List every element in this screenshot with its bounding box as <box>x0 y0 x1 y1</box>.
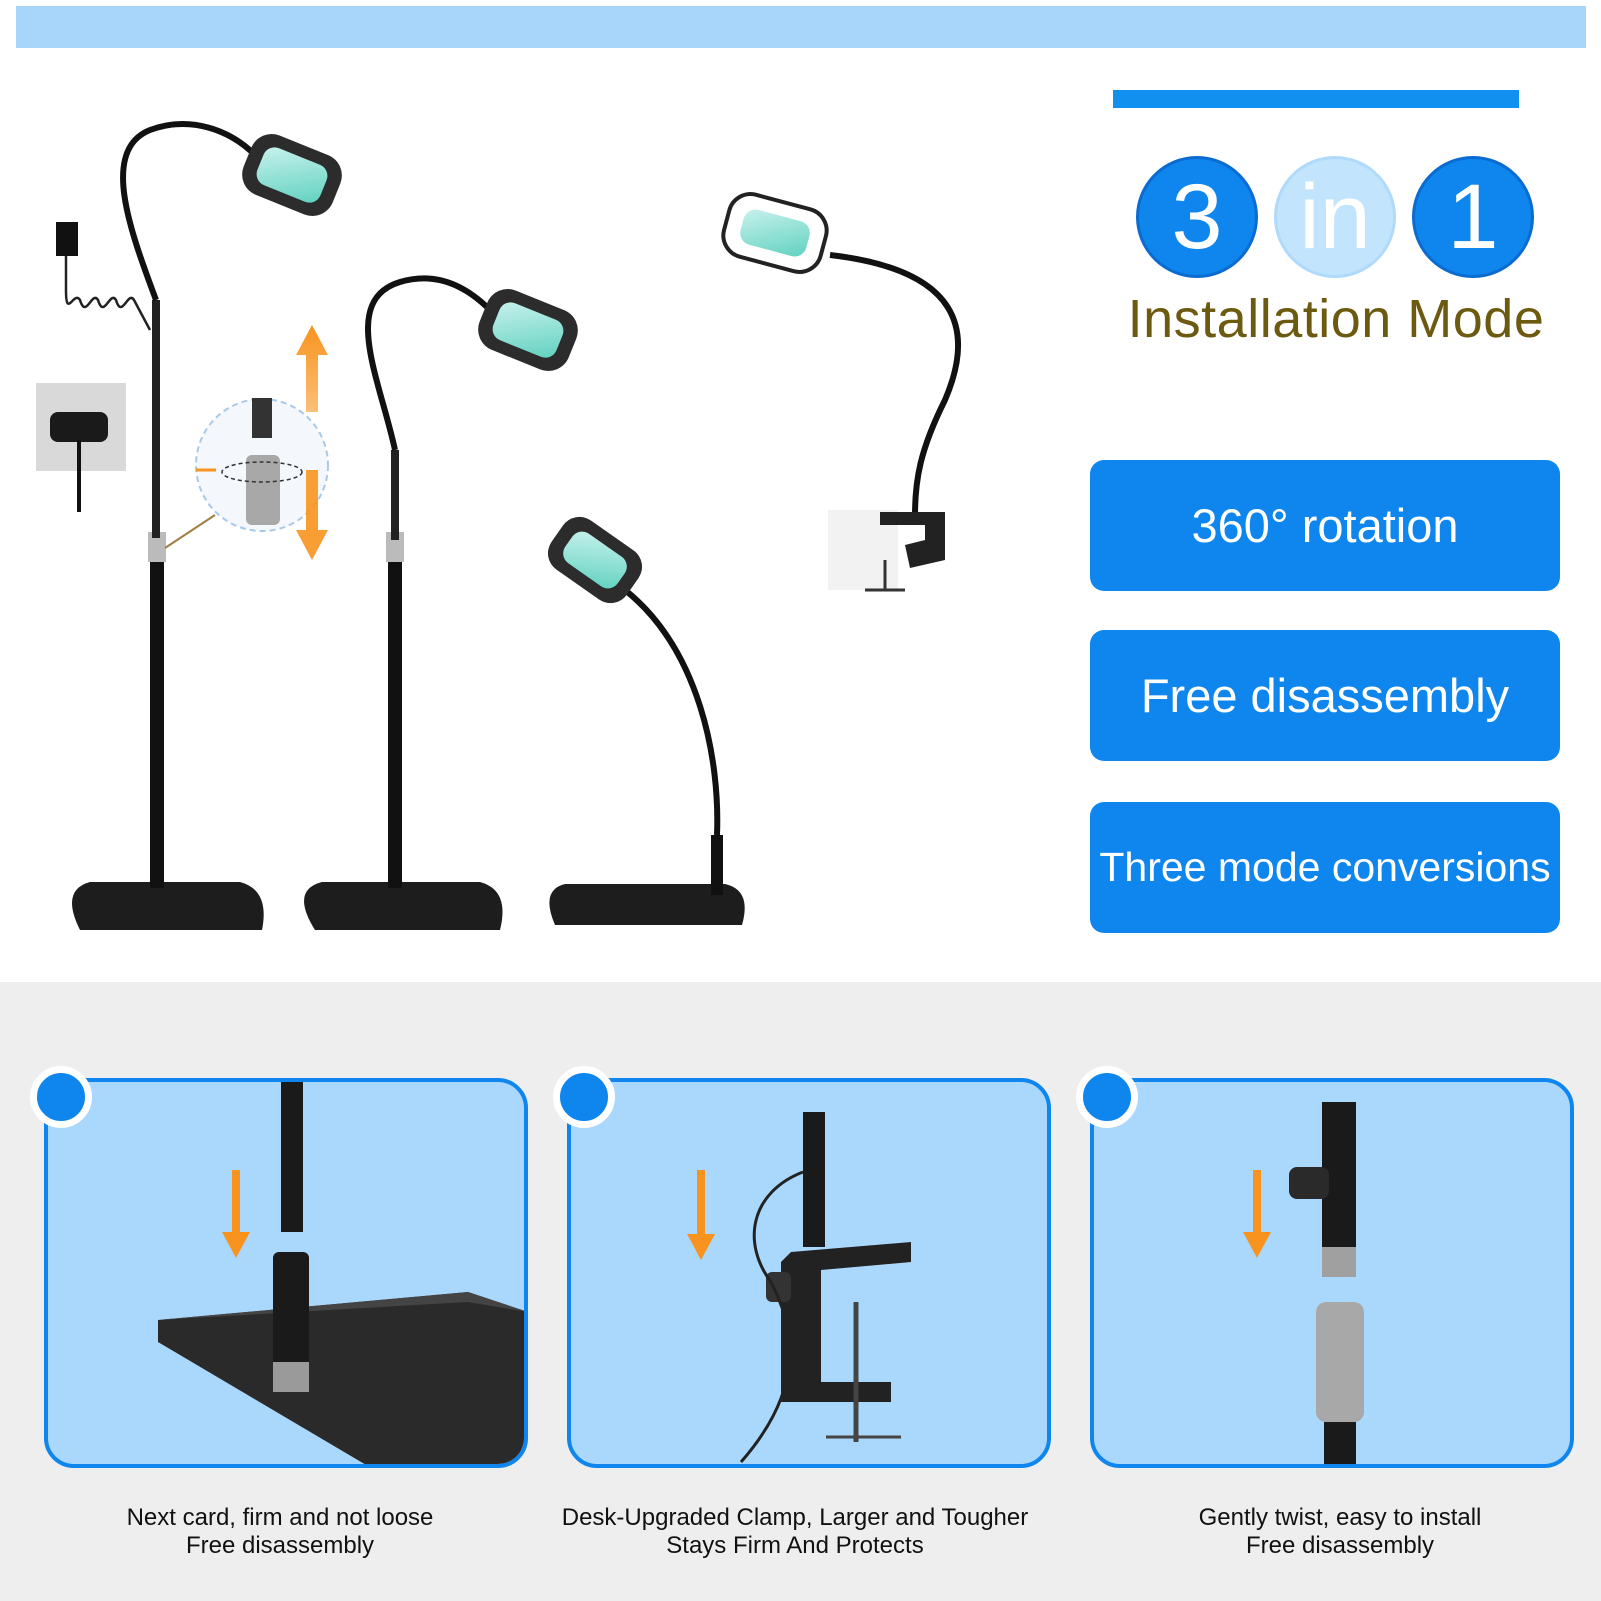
floor-lamp-medium <box>304 275 578 930</box>
desk-lamp-short <box>547 516 745 925</box>
arrow-down-icon <box>1243 1170 1271 1258</box>
twist-joint-illustration <box>1243 1102 1364 1464</box>
floor-lamp-with-adapter <box>36 121 342 930</box>
caption-clamp: Desk-Upgraded Clamp, Larger and Tougher … <box>545 1504 1045 1560</box>
feature-three-mode-conversions: Three mode conversions <box>1090 802 1560 933</box>
arrow-down-icon <box>687 1170 715 1260</box>
clamp-illustration <box>687 1112 911 1463</box>
caption-line: Gently twist, easy to install <box>1198 1504 1482 1531</box>
panel-marker-dot <box>1076 1066 1138 1128</box>
top-banner-bar <box>16 6 1586 48</box>
installation-mode-title: Installation Mode <box>1127 289 1545 349</box>
caption-twist: Gently twist, easy to install Free disas… <box>1090 1504 1590 1560</box>
caption-line: Free disassembly <box>1245 1532 1435 1559</box>
badge-word-in: in <box>1274 156 1396 278</box>
detail-panel-clamp <box>567 1078 1051 1468</box>
caption-base: Next card, firm and not loose Free disas… <box>30 1504 530 1560</box>
base-insert-illustration <box>158 1082 524 1464</box>
desk-clamp-icon <box>721 192 962 592</box>
detail-panel-base <box>44 1078 528 1468</box>
detail-panel-twist <box>1090 1078 1574 1468</box>
badge-number-three: 3 <box>1136 156 1258 278</box>
caption-line: Next card, firm and not loose <box>126 1504 434 1531</box>
caption-line: Desk-Upgraded Clamp, Larger and Tougher <box>561 1504 1029 1531</box>
caption-line: Free disassembly <box>185 1532 375 1559</box>
accent-line <box>1113 90 1519 108</box>
panel-marker-dot <box>30 1066 92 1128</box>
arrow-down-icon <box>222 1170 250 1258</box>
caption-line: Stays Firm And Protects <box>666 1532 924 1559</box>
arrow-up-down-icon <box>196 325 328 560</box>
lamp-modes-illustration <box>36 121 962 930</box>
panel-marker-dot <box>553 1066 615 1128</box>
feature-free-disassembly: Free disassembly <box>1090 630 1560 761</box>
three-in-one-badges: 3 in 1 <box>1136 156 1534 280</box>
badge-number-one: 1 <box>1412 156 1534 278</box>
feature-360-rotation: 360° rotation <box>1090 460 1560 591</box>
